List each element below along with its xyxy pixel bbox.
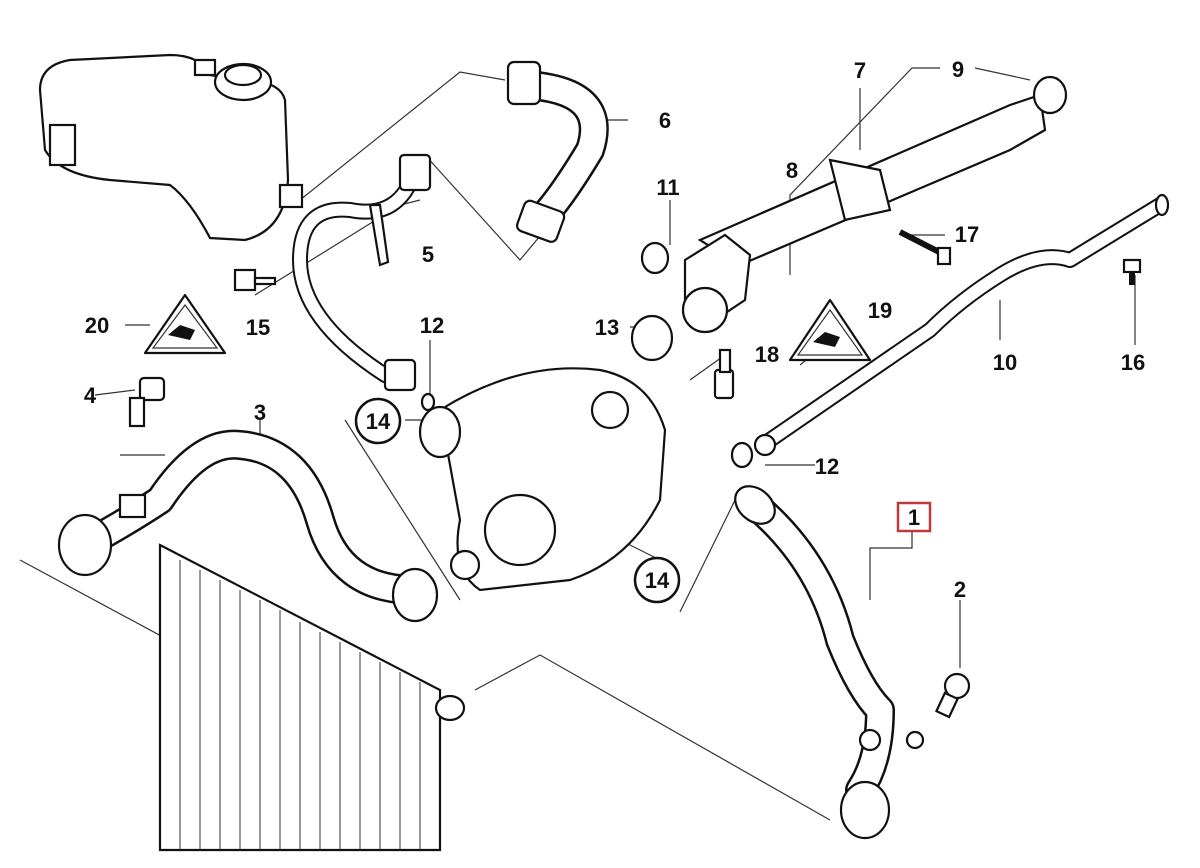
leader-lines: [19, 67, 1136, 821]
temperature-sensor: [713, 348, 735, 400]
svg-text:14: 14: [645, 568, 670, 593]
callout-5[interactable]: 5: [422, 242, 434, 267]
lower-hose: [734, 485, 925, 840]
callout-14[interactable]: 14: [633, 556, 681, 604]
coolant-pipe: [681, 75, 1068, 334]
callout-2[interactable]: 2: [954, 577, 966, 602]
callout-circle: [354, 397, 402, 445]
radiator-hose: [57, 429, 439, 623]
callout-8[interactable]: 8: [786, 158, 798, 183]
radiator: [158, 543, 466, 852]
bleed-screw: [934, 672, 971, 719]
callout-17[interactable]: 17: [955, 222, 979, 247]
callout-12[interactable]: 12: [815, 454, 839, 479]
callout-18[interactable]: 18: [755, 342, 779, 367]
callout-7[interactable]: 7: [854, 58, 866, 83]
bolt: [1122, 258, 1142, 285]
callout-19[interactable]: 19: [868, 298, 892, 323]
callout-14[interactable]: 14: [354, 397, 402, 445]
callout-20[interactable]: 20: [85, 313, 109, 338]
upper-hose: [506, 60, 609, 243]
warning-triangle: [143, 293, 227, 355]
svg-text:14: 14: [366, 409, 391, 434]
expansion-tank: [38, 53, 304, 242]
callout-4[interactable]: 4: [84, 383, 97, 408]
callout-6[interactable]: 6: [659, 108, 671, 133]
callout-11[interactable]: 11: [656, 175, 679, 200]
svg-text:1: 1: [908, 505, 920, 530]
callout-1[interactable]: 1: [896, 501, 932, 533]
bolt: [898, 229, 952, 266]
callout-13[interactable]: 13: [595, 315, 619, 340]
callout-15[interactable]: 15: [246, 315, 270, 340]
callout-12[interactable]: 12: [420, 313, 444, 338]
callout-10[interactable]: 10: [993, 350, 1017, 375]
callout-16[interactable]: 16: [1121, 350, 1145, 375]
callout-circle: [633, 556, 681, 604]
o-ring: [420, 241, 754, 469]
temperature-sensor: [128, 376, 166, 428]
highlight-box: [896, 501, 932, 533]
water-pump: [418, 367, 667, 592]
callout-3[interactable]: 3: [254, 400, 266, 425]
callout-9[interactable]: 9: [952, 57, 964, 82]
return-pipe: [753, 193, 1170, 457]
warning-triangle: [788, 298, 872, 362]
hose-with-bracket: [292, 153, 432, 392]
bolt: [233, 268, 277, 292]
